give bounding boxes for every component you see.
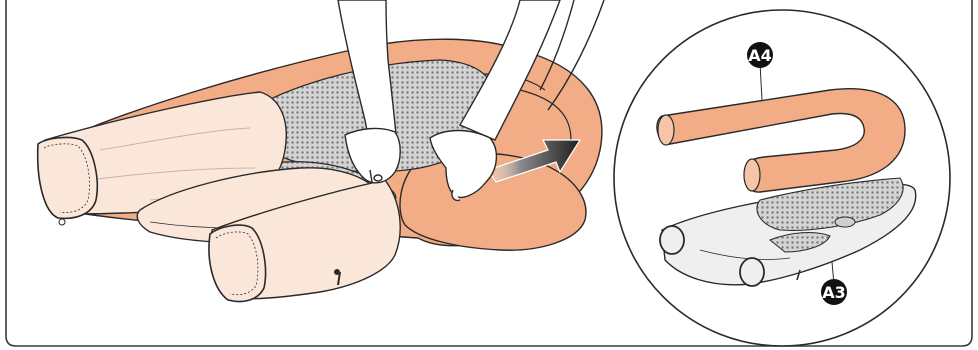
main-scene	[38, 0, 604, 302]
cover-end-cap-right	[209, 225, 266, 301]
detail-circle: A4 A3	[614, 10, 950, 346]
callout-label-a3: A3	[822, 283, 846, 302]
callout-badge-a3: A3	[821, 279, 847, 305]
cover-end-cap-left	[38, 137, 98, 218]
callout-label-a4: A4	[748, 46, 772, 65]
callout-badge-a4: A4	[747, 42, 773, 68]
